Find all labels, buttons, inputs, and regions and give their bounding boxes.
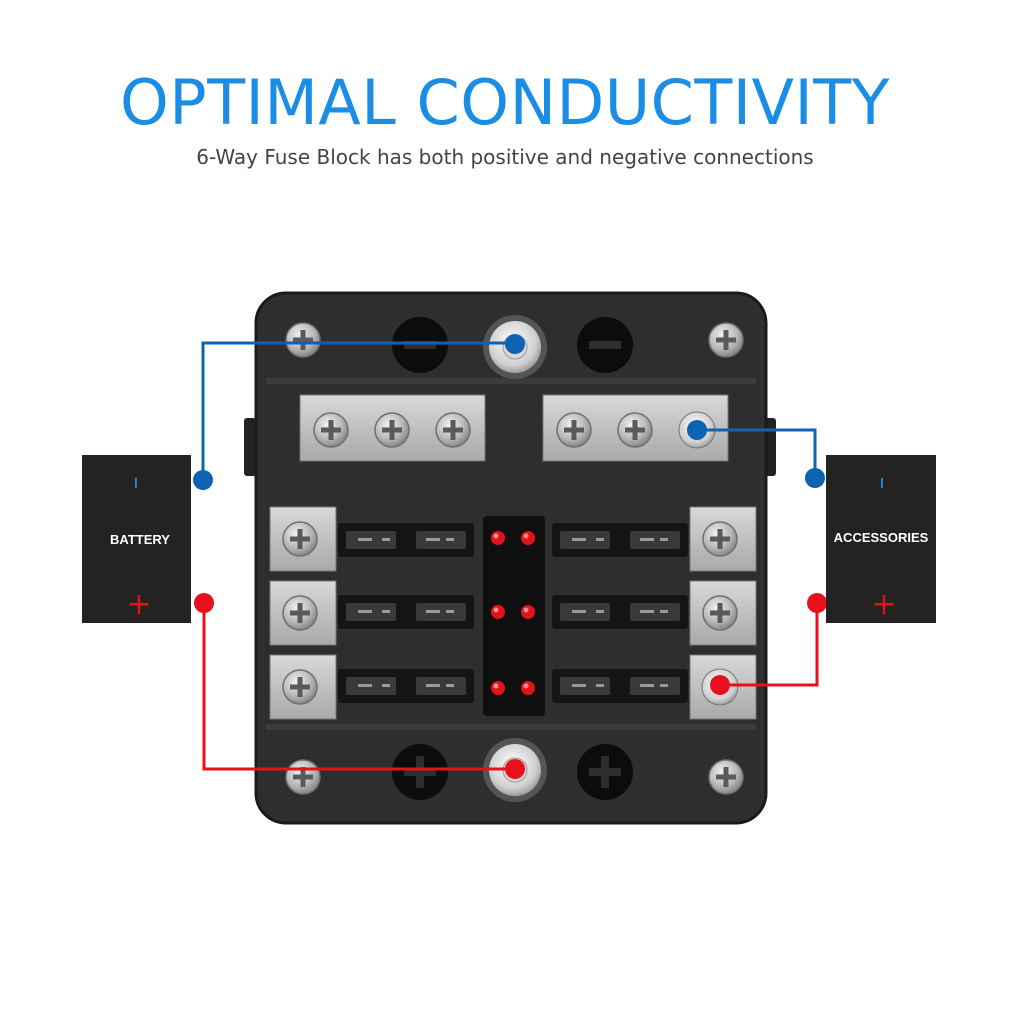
- fuse-positive-connector: [710, 675, 730, 695]
- screw-icon: [617, 412, 653, 448]
- screw-icon: [374, 412, 410, 448]
- screw-icon: [556, 412, 592, 448]
- screw-icon: [313, 412, 349, 448]
- blade-fuse-icon: [338, 669, 474, 703]
- led-strip: [483, 516, 545, 716]
- plus-icon: [392, 744, 448, 800]
- led-indicator-icon: [521, 681, 535, 695]
- left-side-clip: [244, 418, 256, 476]
- accessories-positive-connector: [807, 593, 827, 613]
- battery-box: – BATTERY +: [82, 455, 191, 623]
- block-negative-connector: [505, 334, 525, 354]
- screw-icon: [285, 759, 321, 795]
- screw-icon: [702, 521, 738, 557]
- blade-fuse-icon: [552, 669, 688, 703]
- accessories-negative-symbol: –: [868, 477, 898, 490]
- battery-label: BATTERY: [110, 532, 170, 547]
- screw-icon: [435, 412, 471, 448]
- battery-positive-symbol: +: [126, 587, 151, 622]
- blade-fuse-icon: [338, 523, 474, 557]
- screw-icon: [708, 322, 744, 358]
- plus-icon: [577, 744, 633, 800]
- block-positive-connector: [505, 759, 525, 779]
- right-fuse-terminals: [689, 506, 757, 720]
- battery-negative-connector: [193, 470, 213, 490]
- page-title: OPTIMAL CONDUCTIVITY: [120, 66, 890, 139]
- negative-wires: [201, 341, 817, 480]
- led-indicator-icon: [491, 605, 505, 619]
- fuse-block-top-ledge: [266, 378, 756, 384]
- fuse-block-bottom-ledge: [266, 724, 756, 730]
- blade-fuse-icon: [338, 595, 474, 629]
- led-indicator-icon: [521, 605, 535, 619]
- screw-icon: [702, 595, 738, 631]
- minus-icon: [577, 317, 633, 373]
- accessories-positive-symbol: +: [871, 587, 896, 622]
- screw-icon: [285, 322, 321, 358]
- battery-positive-connector: [194, 593, 214, 613]
- minus-icon: [392, 317, 448, 373]
- screw-icon: [282, 595, 318, 631]
- accessories-negative-connector: [805, 468, 825, 488]
- page-subtitle: 6-Way Fuse Block has both positive and n…: [196, 145, 814, 169]
- battery-negative-symbol: –: [122, 477, 152, 490]
- blade-fuse-icon: [552, 595, 688, 629]
- screw-icon: [282, 669, 318, 705]
- accessories-box: – ACCESSORIES +: [826, 455, 936, 623]
- blade-fuse-icon: [552, 523, 688, 557]
- led-indicator-icon: [521, 531, 535, 545]
- screw-icon: [282, 521, 318, 557]
- busbar-negative-connector: [687, 420, 707, 440]
- left-fuse-terminals: [269, 506, 337, 720]
- screw-icon: [708, 759, 744, 795]
- led-indicator-icon: [491, 681, 505, 695]
- accessories-label: ACCESSORIES: [834, 530, 929, 545]
- led-indicator-icon: [491, 531, 505, 545]
- positive-wires: [202, 603, 819, 771]
